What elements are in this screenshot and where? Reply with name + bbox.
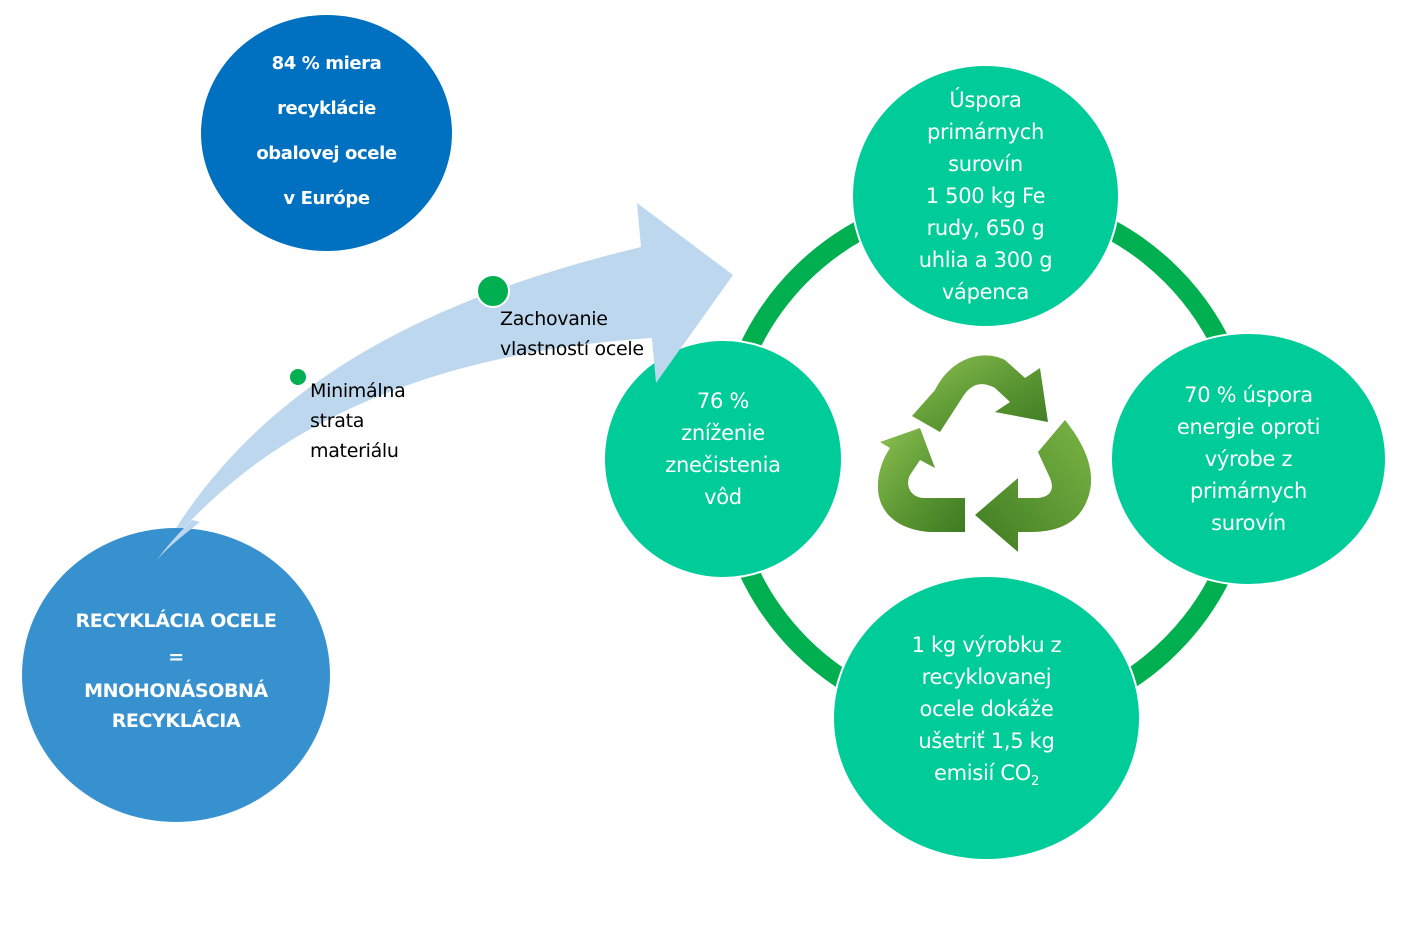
benefit-line: recyklovanej [921, 665, 1052, 689]
step-label-properties-kept: Zachovanie vlastností ocele [500, 304, 644, 364]
benefit-line: ocele dokáže [919, 697, 1054, 721]
step-label-line: vlastností ocele [500, 338, 644, 360]
benefit-line: výrobe z [1204, 447, 1293, 471]
stat-line: 84 % miera [271, 53, 382, 74]
main-bubble-steel-recycling: RECYKLÁCIA OCELE = MNOHONÁSOBNÁ RECYKLÁC… [22, 528, 330, 822]
stat-bubble-recycling-rate: 84 % miera recyklácie obalovej ocele v E… [201, 15, 452, 251]
stat-line: recyklácie [277, 98, 376, 119]
benefit-line: 70 % úspora [1184, 383, 1313, 407]
benefit-line: vápenca [941, 280, 1030, 304]
benefit-line: Úspora [949, 88, 1022, 112]
benefit-line-co2: emisií CO2 [934, 757, 1039, 789]
co2-prefix: emisií CO [934, 761, 1031, 785]
stat-line: obalovej ocele [256, 143, 397, 164]
progress-arrow [157, 203, 733, 560]
benefit-line: surovín [948, 152, 1023, 176]
benefit-line: surovín [1211, 511, 1286, 535]
benefit-bubble-energy: 70 % úspora energie oproti výrobe z prim… [1110, 332, 1387, 586]
benefit-bubble-water: 76 % zníženie znečistenia vôd [603, 339, 843, 579]
step-label-line: Minimálna [310, 380, 406, 402]
step-label-line: strata [310, 410, 365, 432]
main-title-line: RECYKLÁCIA [111, 710, 241, 732]
benefit-line: primárnych [927, 120, 1044, 144]
benefit-line: zníženie [681, 421, 765, 445]
main-equals: = [168, 646, 184, 668]
benefit-line: uhlia a 300 g [918, 248, 1053, 272]
benefit-line: znečistenia [665, 453, 781, 477]
step-label-line: Zachovanie [500, 308, 608, 330]
benefit-line: 76 % [696, 389, 750, 413]
step-dot-small [288, 367, 308, 387]
main-title-line: RECYKLÁCIA OCELE [75, 610, 277, 632]
benefit-line: primárnych [1190, 479, 1307, 503]
benefit-line: energie oproti [1176, 415, 1321, 439]
benefit-line: 1 kg výrobku z [911, 633, 1062, 657]
benefit-bubble-raw-materials: Úspora primárnych surovín 1 500 kg Fe ru… [851, 64, 1120, 328]
benefit-line: rudy, 650 g [926, 216, 1045, 240]
benefit-line: vôd [704, 485, 742, 509]
benefit-bubble-co2: 1 kg výrobku z recyklovanej ocele dokáže… [832, 575, 1141, 861]
benefit-line: ušetriť 1,5 kg [918, 729, 1055, 753]
step-label-line: materiálu [310, 440, 399, 462]
co2-subscript: 2 [1031, 774, 1039, 789]
step-label-minimal-loss: Minimálna strata materiálu [310, 376, 406, 466]
step-dot-large [476, 274, 510, 308]
recycle-icon [877, 355, 1092, 552]
stat-line: v Európe [283, 188, 370, 209]
main-title-line: MNOHONÁSOBNÁ [84, 680, 268, 702]
benefit-line: 1 500 kg Fe [925, 184, 1046, 208]
